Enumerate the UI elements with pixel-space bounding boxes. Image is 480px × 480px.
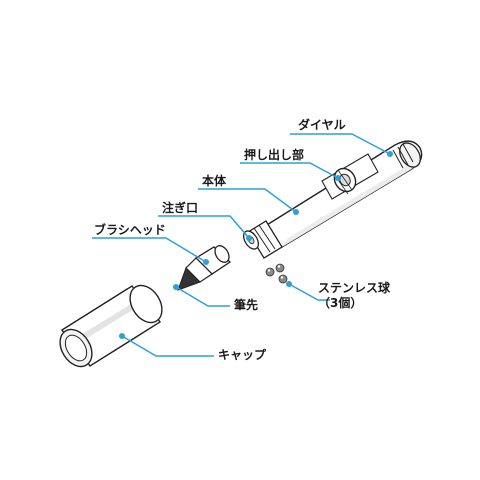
- brush-head-part: [177, 245, 232, 291]
- brush-head-leader: [92, 237, 207, 263]
- label-steel-balls-line1: ステンレス球: [318, 281, 391, 295]
- label-cap: キャップ: [218, 348, 267, 362]
- cap-leader: [121, 335, 214, 357]
- steel-balls-leader: [288, 283, 330, 301]
- body-leader: [198, 188, 297, 213]
- cap-part: [59, 284, 163, 368]
- spout-leader: [158, 215, 250, 239]
- brush-tip-leader: [175, 286, 230, 307]
- leader-lines: [92, 133, 393, 357]
- dial-leader: [290, 133, 391, 155]
- label-dial: ダイヤル: [298, 118, 346, 132]
- steel-balls: [265, 263, 288, 284]
- label-steel-balls-line2: （3個）: [318, 296, 363, 310]
- label-body: 本体: [202, 174, 227, 188]
- label-steel-balls: ステンレス球 （3個）: [318, 281, 390, 311]
- label-spout: 注ぎ口: [162, 201, 199, 215]
- label-push-part: 押し出し部: [244, 148, 305, 162]
- push-part-leader: [240, 162, 339, 179]
- label-brush-tip: 筆先: [234, 298, 259, 312]
- label-brush-head: ブラシヘッド: [94, 223, 166, 237]
- main-body-part: [243, 140, 423, 259]
